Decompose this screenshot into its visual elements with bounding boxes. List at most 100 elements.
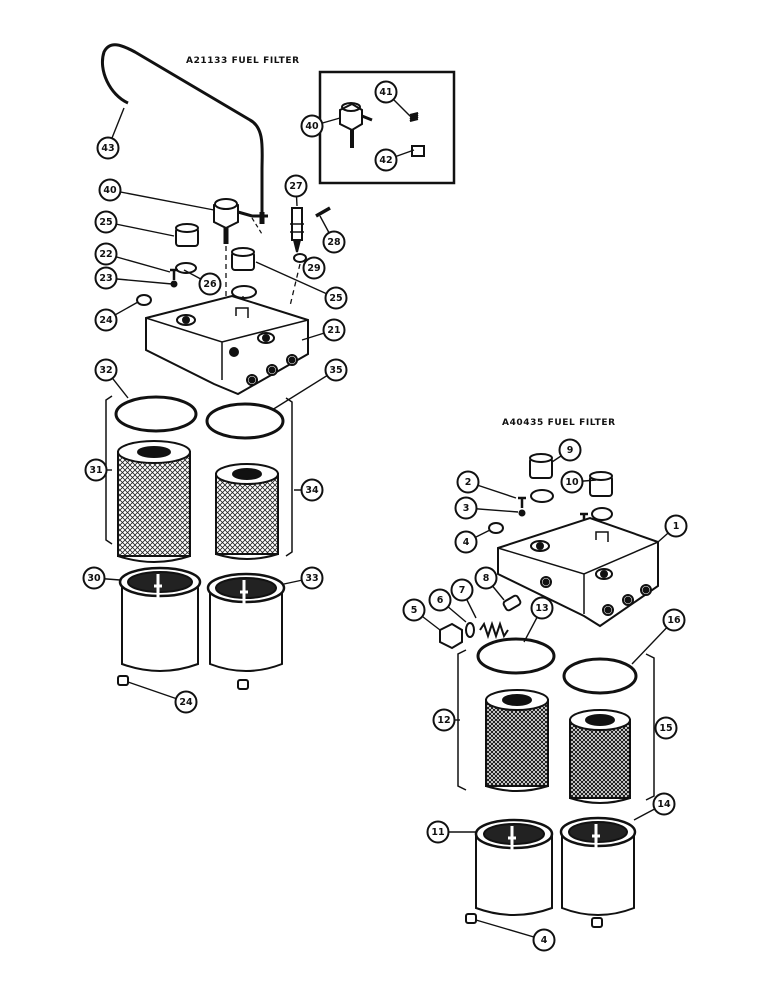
- callout-circle: [402, 598, 426, 622]
- callout-circle: [82, 566, 106, 590]
- callout-circle: [84, 458, 108, 482]
- callout-circle: [652, 792, 676, 816]
- callout-number: 11: [431, 827, 444, 838]
- callout-circle: [94, 358, 118, 382]
- callout-number: 25: [99, 217, 112, 228]
- callout-circle: [654, 716, 678, 740]
- callout-number: 42: [379, 155, 392, 166]
- callout-number: 14: [657, 799, 671, 810]
- callout-number: 9: [567, 445, 574, 456]
- callout-circle: [324, 358, 348, 382]
- callout-leader: [255, 261, 337, 299]
- callout-number: 6: [437, 595, 444, 606]
- callout-number: 31: [89, 465, 102, 476]
- callout-number: 5: [411, 605, 418, 616]
- filter-head: [145, 294, 309, 396]
- callout-number: 15: [659, 723, 672, 734]
- callout-number: 32: [99, 365, 112, 376]
- callout-circle: [532, 928, 556, 952]
- callout-circle: [94, 210, 118, 234]
- filter-element: [117, 440, 191, 563]
- callout-circle: [300, 478, 324, 502]
- callout-circle: [98, 178, 122, 202]
- callout-circle: [454, 496, 478, 520]
- plug: [589, 471, 613, 497]
- valve-detail: [339, 102, 373, 148]
- callout-leader: [271, 369, 337, 411]
- relief-plug: [439, 622, 463, 650]
- callout-number: 4: [541, 935, 548, 946]
- callout-number: 26: [203, 279, 217, 290]
- callout-circle: [300, 114, 324, 138]
- filter-element: [569, 709, 631, 804]
- callout-number: 30: [87, 573, 101, 584]
- fitting: [290, 207, 304, 253]
- filter-gasket: [205, 402, 285, 440]
- callout-number: 10: [565, 477, 579, 488]
- filter-gasket: [476, 637, 556, 675]
- callout-number: 28: [327, 237, 341, 248]
- callout-circle: [428, 588, 452, 612]
- callout-leader: [105, 221, 175, 237]
- callout-number: 1: [673, 521, 680, 532]
- filter-bowl: [206, 572, 286, 672]
- callout-number: 16: [667, 615, 681, 626]
- filter-bowl: [474, 818, 554, 916]
- filter-gasket: [114, 395, 198, 433]
- callout-number: 40: [305, 121, 319, 132]
- filter-bowl: [559, 816, 637, 916]
- filter-gasket: [562, 657, 638, 695]
- callout-number: 35: [329, 365, 342, 376]
- callout-circle: [662, 608, 686, 632]
- callout-circle: [284, 174, 308, 198]
- callout-number: 4: [463, 537, 470, 548]
- callout-circle: [94, 308, 118, 332]
- callout-number: 34: [305, 485, 319, 496]
- callout-circle: [456, 470, 480, 494]
- right-assembly-title: A40435 FUEL FILTER: [502, 418, 616, 428]
- callout-circle: [322, 318, 346, 342]
- filter-bowl: [118, 566, 202, 672]
- callout-circle: [560, 470, 584, 494]
- callout-circle: [474, 566, 498, 590]
- fuel-line: [101, 43, 264, 212]
- filter-element: [485, 689, 549, 792]
- callout-number: 23: [99, 273, 112, 284]
- callout-circle: [374, 148, 398, 172]
- callout-number: 43: [101, 143, 114, 154]
- callout-number: 8: [483, 573, 490, 584]
- callout-number: 22: [99, 249, 112, 260]
- callout-leader: [109, 189, 215, 211]
- callout-circle: [432, 708, 456, 732]
- callout-number: 25: [329, 293, 342, 304]
- callout-number: 27: [289, 181, 302, 192]
- callout-circle: [374, 80, 398, 104]
- callout-circle: [198, 272, 222, 296]
- callout-circle: [324, 286, 348, 310]
- plug: [231, 247, 255, 271]
- callout-number: 24: [99, 315, 113, 326]
- callout-circle: [174, 690, 198, 714]
- callout-number: 13: [535, 603, 548, 614]
- callout-number: 7: [459, 585, 466, 596]
- callout-circle: [664, 514, 688, 538]
- callout-number: 41: [379, 87, 392, 98]
- callout-circle: [530, 596, 554, 620]
- callout-number: 12: [437, 715, 450, 726]
- callout-number: 40: [103, 185, 117, 196]
- callout-circle: [94, 266, 118, 290]
- spring-detail: [409, 112, 419, 122]
- shutoff-valve: [213, 198, 268, 244]
- callout-leader: [475, 919, 545, 941]
- callout-circle: [300, 566, 324, 590]
- callout-circle: [322, 230, 346, 254]
- callout-circle: [426, 820, 450, 844]
- plug: [529, 453, 553, 479]
- callout-circle: [450, 578, 474, 602]
- callout-circle: [302, 256, 326, 280]
- callout-number: 24: [179, 697, 193, 708]
- left-assembly-title: A21133 FUEL FILTER: [186, 56, 300, 66]
- callout-number: 21: [327, 325, 340, 336]
